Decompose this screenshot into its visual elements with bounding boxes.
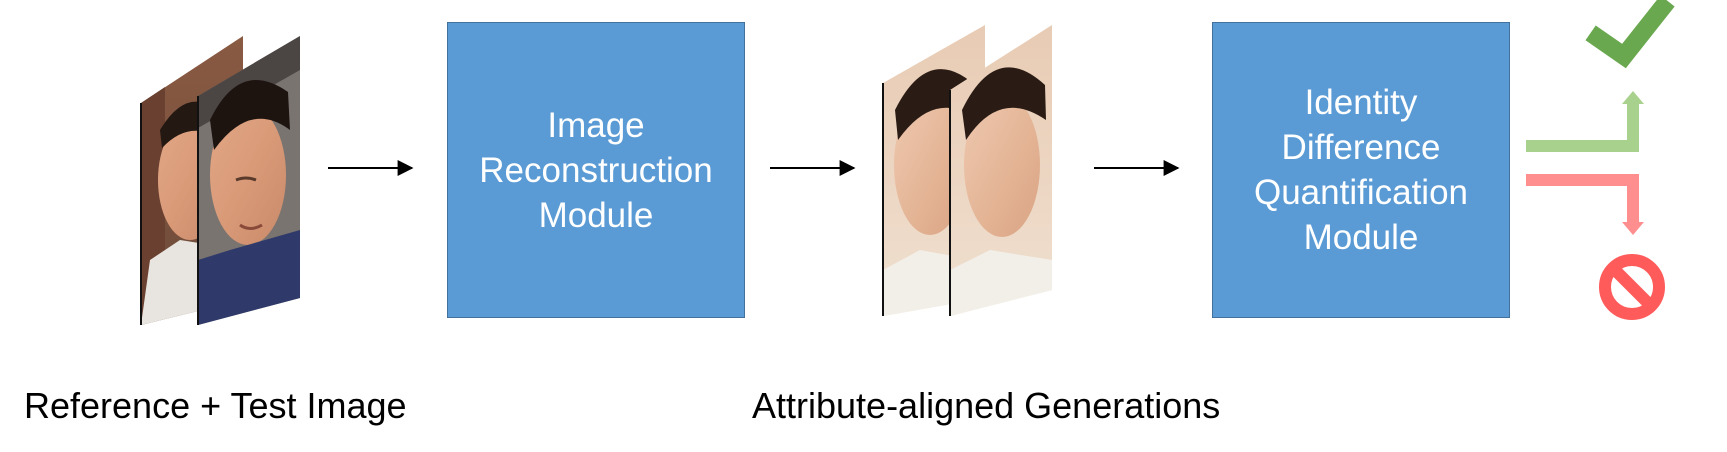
test-image <box>197 36 300 325</box>
accept-branch-arrow <box>1526 91 1644 152</box>
identity-difference-quantification-module: Identity Difference Quantification Modul… <box>1212 22 1510 318</box>
identity-difference-quantification-module-label: Identity Difference Quantification Modul… <box>1253 83 1469 257</box>
checkmark-icon <box>1585 0 1675 69</box>
generated-image-2 <box>949 25 1052 316</box>
prohibited-icon <box>1599 254 1665 320</box>
image-reconstruction-module: Image Reconstruction Module <box>447 22 745 318</box>
image-reconstruction-module-label: Image Reconstruction Module <box>479 105 713 235</box>
generations-caption: Attribute-aligned Generations <box>752 385 1221 426</box>
reject-branch-arrow <box>1526 174 1644 235</box>
input-caption: Reference + Test Image <box>24 385 407 426</box>
